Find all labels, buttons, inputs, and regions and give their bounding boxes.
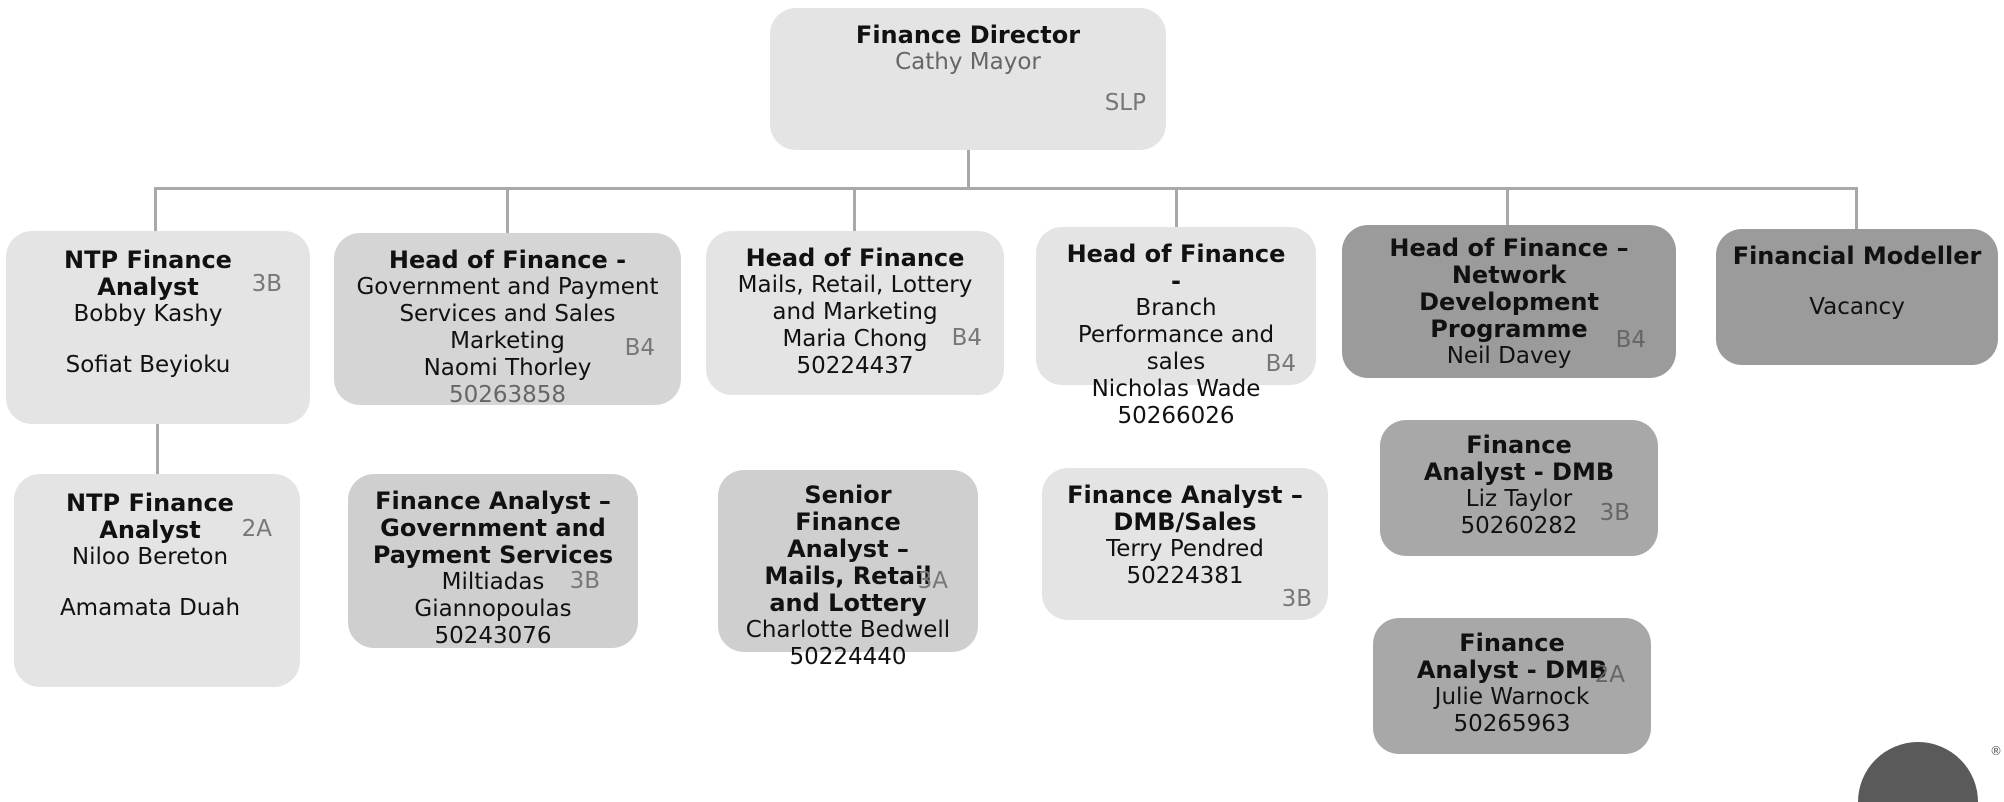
- connector-head-4: [1175, 187, 1178, 227]
- node-name: Cathy Mayor: [895, 49, 1041, 75]
- node-title: Head of Finance -: [1066, 240, 1286, 295]
- org-node-ntp-finance-analyst: NTP Finance Analyst Bobby Kashy Sofiat B…: [6, 231, 310, 424]
- node-department: Branch Performance and sales: [1077, 295, 1275, 375]
- node-grade: 2A: [241, 516, 272, 542]
- node-title: Finance Analyst – DMB/Sales: [1067, 481, 1303, 536]
- node-grade: SLP: [1104, 90, 1146, 116]
- node-title: Senior Finance Analyst – Mails, Retail a…: [764, 481, 932, 617]
- node-id: 50243076: [434, 623, 552, 649]
- node-title: Finance Director: [855, 21, 1081, 49]
- node-grade: B4: [1265, 351, 1296, 377]
- connector-head-1: [154, 187, 157, 233]
- node-name: Amamata Duah: [59, 595, 241, 621]
- node-title: Head of Finance: [745, 244, 965, 272]
- node-id: 50224437: [796, 353, 914, 379]
- node-title: Head of Finance -: [388, 246, 627, 274]
- org-node-financial-modeller: Financial Modeller Vacancy: [1716, 229, 1998, 365]
- node-id: 50224381: [1126, 563, 1244, 589]
- node-grade: 3A: [917, 568, 948, 594]
- org-node-finance-analyst-dmb-3b: Finance Analyst - DMB Liz Taylor 5026028…: [1380, 420, 1658, 556]
- org-node-senior-finance-analyst: Senior Finance Analyst – Mails, Retail a…: [718, 470, 978, 670]
- org-node-finance-analyst-dmb-sales: Finance Analyst – DMB/Sales Terry Pendre…: [1042, 468, 1328, 620]
- node-name: Terry Pendred: [1106, 536, 1264, 562]
- org-node-head-of-finance-government: Head of Finance - Government and Payment…: [334, 233, 681, 408]
- org-node-head-of-finance-branch: Head of Finance - Branch Performance and…: [1036, 227, 1316, 429]
- node-name: Sofiat Beyioku: [65, 352, 231, 378]
- org-node-finance-director: Finance Director Cathy Mayor SLP: [770, 8, 1166, 150]
- node-name: Naomi Thorley: [423, 355, 592, 381]
- node-name: Neil Davey: [1446, 343, 1572, 369]
- registered-mark: ®: [1990, 744, 2002, 758]
- node-grade: 3B: [1281, 586, 1312, 612]
- node-name: Niloo Bereton: [71, 544, 229, 570]
- connector-horizontal-bar: [154, 187, 1858, 190]
- node-grade: B4: [1615, 327, 1646, 353]
- org-node-head-of-finance-network: Head of Finance – Network Development Pr…: [1342, 225, 1676, 378]
- node-id: 50224440: [789, 644, 907, 670]
- org-node-head-of-finance-mails: Head of Finance Mails, Retail, Lottery a…: [706, 231, 1004, 395]
- node-title: Finance Analyst - DMB: [1416, 629, 1608, 684]
- node-name: Charlotte Bedwell: [745, 617, 951, 643]
- node-department: Government and Payment Services and Sale…: [356, 274, 659, 354]
- node-title: Finance Analyst - DMB: [1423, 431, 1615, 486]
- org-node-finance-analyst-government: Finance Analyst – Government and Payment…: [348, 474, 638, 649]
- node-id: 50260282: [1460, 513, 1578, 539]
- node-spacer: [44, 571, 256, 595]
- node-title: Head of Finance – Network Development Pr…: [1389, 234, 1629, 343]
- node-name: Bobby Kashy: [73, 301, 223, 327]
- org-node-ntp-finance-analyst-2a: NTP Finance Analyst Niloo Bereton Amamat…: [14, 474, 300, 687]
- node-spacer: [1716, 270, 1998, 294]
- connector-ntp-report: [156, 424, 159, 474]
- node-department: Mails, Retail, Lottery and Marketing: [737, 272, 973, 325]
- node-grade: 3B: [251, 271, 282, 297]
- node-spacer: [36, 328, 260, 352]
- node-name: Liz Taylor: [1465, 486, 1573, 512]
- node-title: NTP Finance Analyst: [64, 246, 232, 301]
- org-node-finance-analyst-dmb-2a: Finance Analyst - DMB Julie Warnock 5026…: [1373, 618, 1651, 754]
- node-grade: 3B: [1599, 500, 1630, 526]
- node-name: Nicholas Wade: [1091, 376, 1261, 402]
- connector-head-3: [853, 187, 856, 233]
- connector-head-2: [506, 187, 509, 235]
- node-title: NTP Finance Analyst: [66, 489, 234, 544]
- node-title: Finance Analyst – Government and Payment…: [372, 487, 614, 569]
- node-grade: B4: [624, 335, 655, 361]
- node-grade: 2A: [1594, 662, 1625, 688]
- node-name: Maria Chong: [782, 326, 928, 352]
- node-name: Julie Warnock: [1434, 684, 1590, 710]
- node-name: Miltiadas Giannopoulas: [414, 569, 572, 622]
- connector-head-6: [1855, 187, 1858, 229]
- node-grade: 3B: [569, 568, 600, 594]
- node-title: Financial Modeller: [1732, 242, 1982, 270]
- connector-head-5: [1506, 187, 1509, 225]
- node-id: 50266026: [1117, 403, 1235, 429]
- node-grade: B4: [951, 325, 982, 351]
- node-id: 50263858: [448, 382, 567, 408]
- node-id: 50265963: [1453, 711, 1571, 737]
- node-name: Vacancy: [1809, 294, 1905, 320]
- connector-director-down: [967, 148, 970, 190]
- company-logo-icon: [1858, 742, 1978, 802]
